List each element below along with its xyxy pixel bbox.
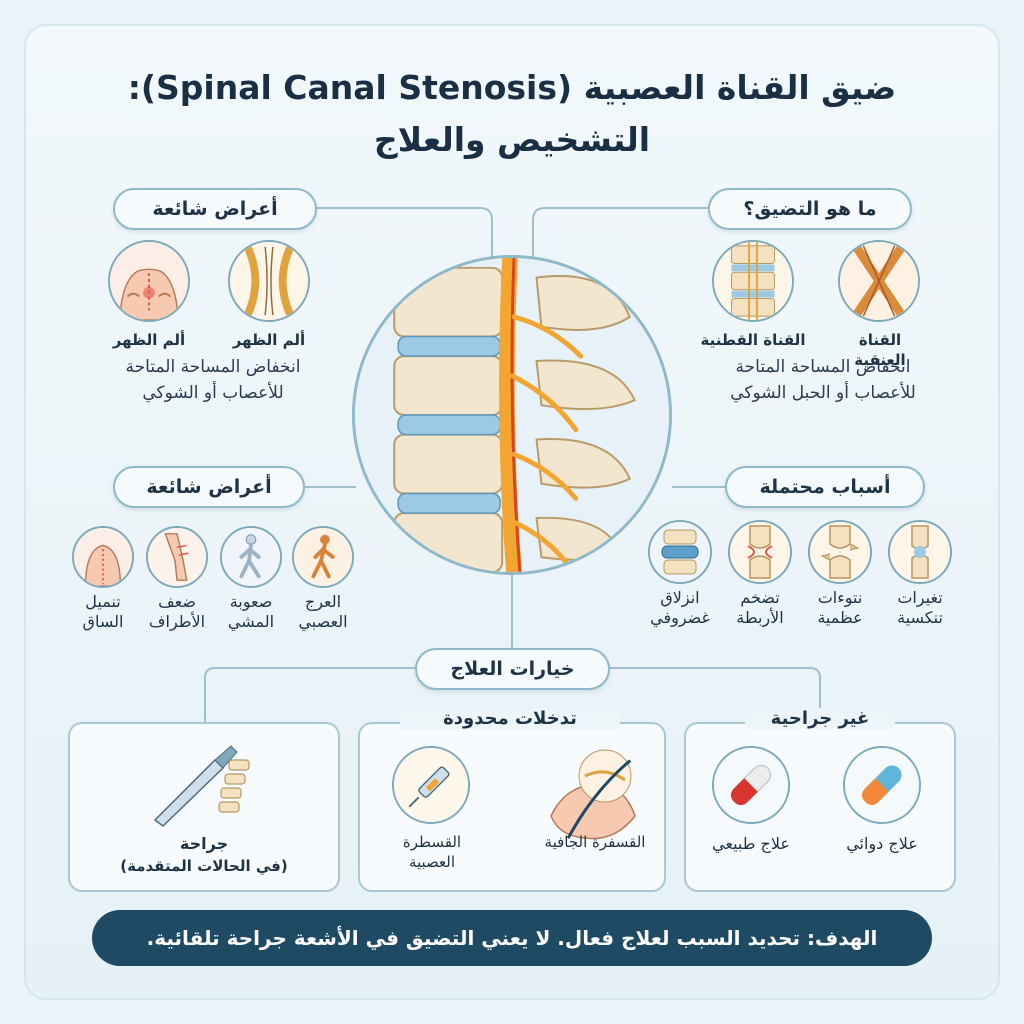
title-line-2: التشخيص والعلاج	[373, 120, 651, 159]
non-surgical-heading: غير جراحية	[745, 708, 895, 729]
cause-label-1: تغيرات تنكسية	[897, 588, 943, 627]
leg-numbness-icon	[72, 526, 134, 588]
symptom-mid-label-1: العرج العصبي	[298, 592, 348, 631]
non-surgical-label-physio: علاج طبيعي	[712, 834, 790, 853]
what-is-label-1: القناة العنقية	[854, 331, 906, 369]
symptoms-top-description-line2: للأعصاب أو الشوكي	[142, 383, 284, 403]
ligament-icon	[728, 520, 792, 584]
surgery-sublabel: (في الحالات المتقدمة)	[120, 857, 288, 875]
treatment-heading: خيارات العلاج	[415, 648, 610, 690]
symptom-top-label-1: ألم الظهر	[112, 331, 186, 349]
causes-heading: أسباب محتملة	[725, 466, 925, 508]
limited-heading: تدخلات محدودة	[400, 708, 620, 729]
what-is-description-line2: للأعصاب أو الحبل الشوكي	[730, 383, 916, 403]
walking-limp-icon	[292, 526, 354, 588]
intervertebral-discs	[397, 335, 501, 514]
goal-banner: الهدف: تحديد السبب لعلاج فعال. لا يعني ا…	[92, 910, 932, 966]
non-surgical-label-medication: علاج دوائي	[846, 834, 918, 853]
page-title: ضيق القناة العصبية (Spinal Canal Stenosi…	[60, 62, 964, 166]
back-pain-icon	[108, 240, 190, 322]
narrowed-canal-icon	[228, 240, 310, 322]
what-is-label-2: القناة القطنية	[700, 331, 806, 349]
walking-difficulty-icon	[220, 526, 282, 588]
cause-label-4: انزلاق غضروفي	[650, 588, 710, 627]
nerve-injection-icon	[392, 746, 470, 824]
cervical-canal-icon	[838, 240, 920, 322]
bone-spur-icon	[808, 520, 872, 584]
medication-capsule-icon	[843, 746, 921, 824]
epidural-catheter-icon	[545, 746, 645, 846]
surgery-label: جراحة	[179, 834, 229, 853]
cause-label-2: نتوءات عظمية	[817, 588, 863, 627]
physio-capsule-icon	[712, 746, 790, 824]
what-is-description-line1: انخفاض المساحة المتاحة	[735, 357, 911, 377]
degenerative-joint-icon	[888, 520, 952, 584]
surgical-box	[68, 722, 340, 892]
lumbar-canal-icon	[712, 240, 794, 322]
limb-weakness-icon	[146, 526, 208, 588]
scalpel-spine-icon	[145, 740, 255, 830]
limited-label-nerve: القسطرة العصبية	[402, 833, 462, 871]
limited-label-epidural: القسفرة الجافية	[544, 833, 646, 851]
symptom-mid-label-4: تنميل الساق	[82, 592, 124, 631]
symptom-top-label-2: ألم الظهر	[232, 331, 306, 349]
symptoms-top-description-line1: انخفاض المساحة المتاحة	[125, 357, 301, 377]
disc-herniation-icon	[648, 520, 712, 584]
what-is-heading: ما هو التضيق؟	[708, 188, 912, 230]
symptoms-mid-heading: أعراض شائعة	[113, 466, 305, 508]
symptoms-top-heading: أعراض شائعة	[113, 188, 317, 230]
cause-label-3: تضخم الأربطة	[736, 588, 784, 627]
symptom-mid-label-3: ضعف الأطراف	[148, 592, 206, 631]
spine-illustration	[352, 255, 672, 575]
symptoms-top-description: انخفاض المساحة المتاحة للأعصاب أو الشوكي	[88, 354, 338, 406]
what-is-description: انخفاض المساحة المتاحة للأعصاب أو الحبل …	[692, 354, 954, 406]
title-line-1: ضيق القناة العصبية (Spinal Canal Stenosi…	[127, 68, 897, 107]
symptom-mid-label-2: صعوبة المشي	[227, 592, 275, 631]
